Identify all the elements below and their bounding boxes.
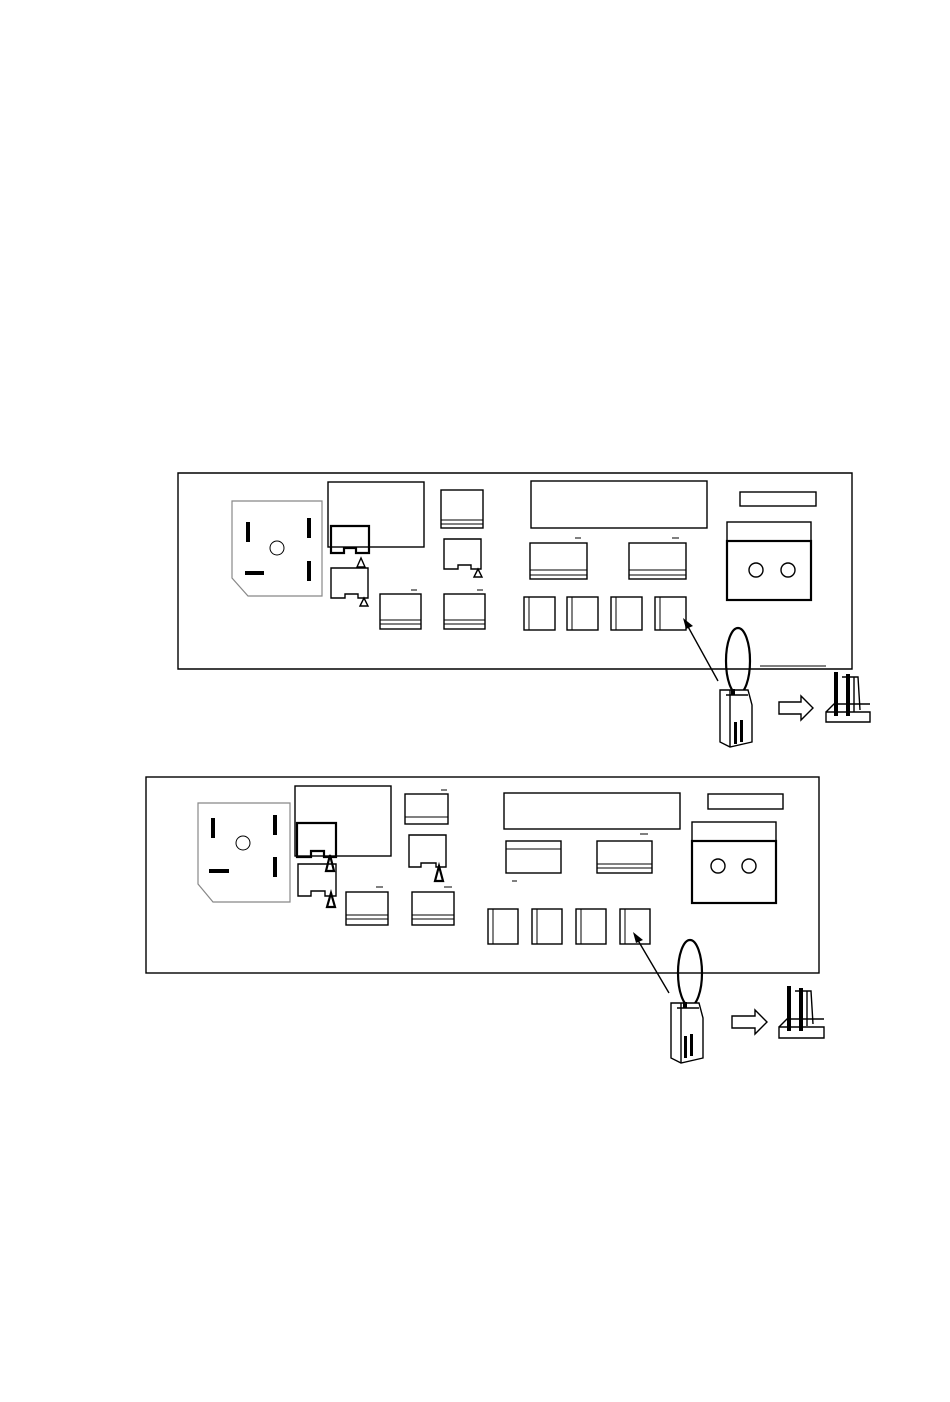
socket-arrow-icon (474, 569, 482, 577)
jumper-plug-icon (720, 628, 752, 747)
pin-header-icon (826, 672, 870, 722)
socket (331, 568, 368, 598)
output-terminal (692, 822, 776, 903)
arrow-right-icon (779, 696, 813, 720)
connector (629, 538, 686, 579)
ac-inlet-icon (232, 501, 322, 596)
label-plate (708, 794, 783, 809)
socket-arrow-icon (435, 866, 443, 881)
socket (331, 526, 369, 553)
connector-block (295, 786, 391, 856)
panel-outline (178, 473, 852, 669)
socket (297, 823, 336, 857)
socket (298, 864, 336, 896)
panel-top (178, 473, 870, 747)
jack (444, 590, 485, 629)
jack (380, 590, 421, 629)
display-window (531, 481, 707, 528)
socket (444, 539, 481, 569)
display-window (504, 793, 680, 829)
leader-line (686, 623, 718, 681)
pin-header-icon (779, 986, 824, 1038)
terminal-slot (567, 597, 598, 630)
output-terminal (727, 522, 811, 600)
connector (506, 841, 561, 881)
jack (441, 490, 483, 528)
terminal-slot (611, 597, 642, 630)
panel-outline (146, 777, 819, 973)
arrow-right-icon (732, 1010, 767, 1034)
socket (409, 835, 446, 867)
jack (346, 887, 388, 925)
panel-bottom (146, 777, 824, 1063)
socket-arrow-icon (357, 558, 365, 567)
terminal-slot (532, 909, 562, 944)
connector (530, 538, 587, 579)
terminal-slot (488, 909, 518, 944)
socket-arrow-icon (327, 893, 335, 907)
socket-arrow-icon (360, 598, 368, 606)
terminal-slot (576, 909, 606, 944)
ac-inlet-icon (198, 803, 290, 902)
connector-block (328, 482, 424, 547)
jack (412, 887, 454, 925)
leader-line (636, 937, 669, 993)
terminal-slot (524, 597, 555, 630)
connector (597, 834, 652, 873)
jumper-plug-icon (671, 940, 703, 1063)
jack (405, 790, 448, 824)
terminal-slot-target (655, 597, 686, 630)
label-plate (740, 492, 816, 506)
